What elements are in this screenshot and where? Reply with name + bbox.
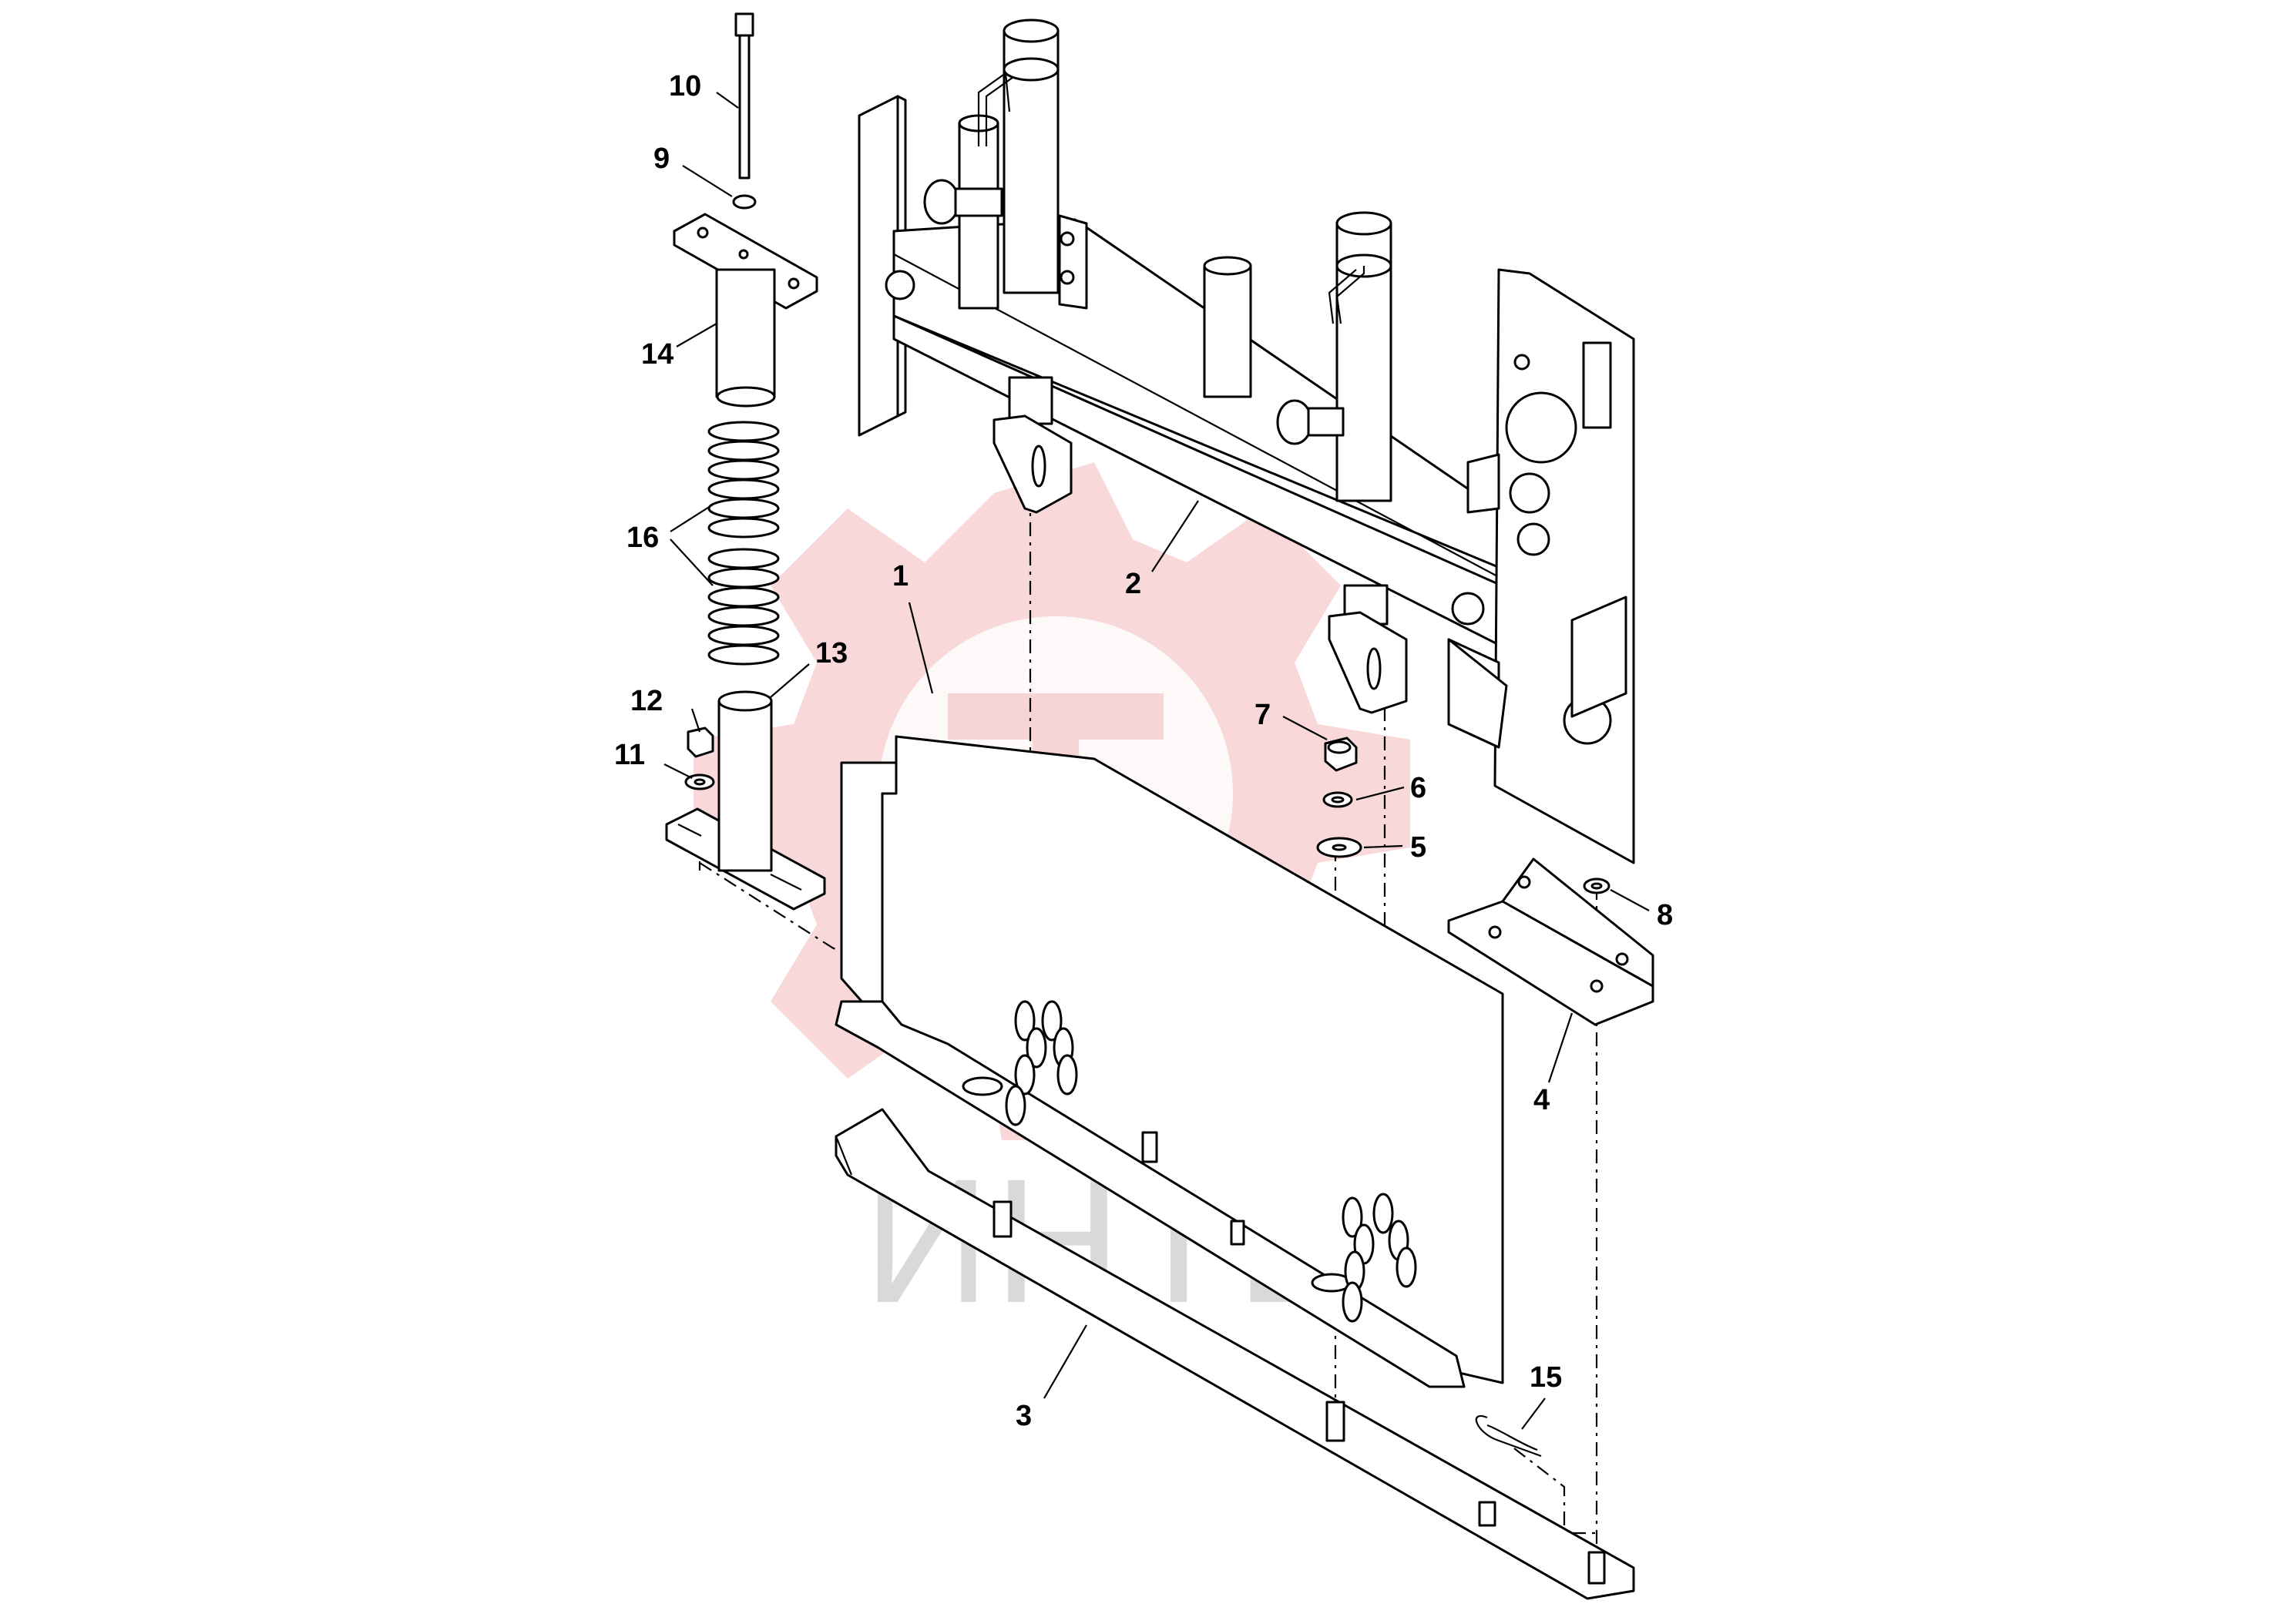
callout-labels: 10 9 14 16 13 12 11 1 2 7 6 5 8 4 3 15 [614, 70, 1673, 1432]
part-14-upper-spring-housing [673, 213, 818, 408]
part-5-flat-washer [1316, 837, 1362, 858]
part-3-wear-strip [835, 1108, 1635, 1600]
callout-13: 13 [815, 637, 848, 669]
callout-8: 8 [1657, 899, 1673, 931]
part-11-washer [684, 773, 715, 790]
part-6-lock-washer [1322, 791, 1353, 808]
callout-9: 9 [653, 143, 670, 175]
callout-5: 5 [1410, 831, 1426, 864]
chain-right [1342, 1193, 1417, 1323]
callout-6: 6 [1410, 772, 1426, 804]
callout-2: 2 [1125, 568, 1141, 600]
callout-12: 12 [630, 685, 663, 717]
callout-1: 1 [892, 560, 909, 592]
callout-4: 4 [1533, 1084, 1550, 1116]
part-12-nut [687, 726, 714, 758]
callout-10: 10 [669, 70, 701, 102]
callout-7: 7 [1254, 699, 1271, 731]
callout-3: 3 [1016, 1400, 1032, 1432]
part-16-springs [707, 421, 780, 666]
part-2-frame-assembly [858, 18, 1635, 864]
part-13-lower-spring-housing [665, 690, 826, 911]
part-15-r-clip [1475, 1415, 1542, 1458]
part-9-nut [732, 194, 757, 210]
part-8-washer [1583, 877, 1611, 894]
callout-14: 14 [641, 338, 673, 371]
chain-left [1005, 1000, 1078, 1126]
callout-11: 11 [614, 739, 645, 771]
part-7-nut [1324, 737, 1358, 772]
part-4-angle-bracket [1447, 857, 1654, 1026]
callout-16: 16 [626, 522, 659, 554]
leader-lines [663, 92, 1650, 1430]
callout-15: 15 [1530, 1361, 1562, 1394]
part-10-bolt [734, 12, 754, 180]
